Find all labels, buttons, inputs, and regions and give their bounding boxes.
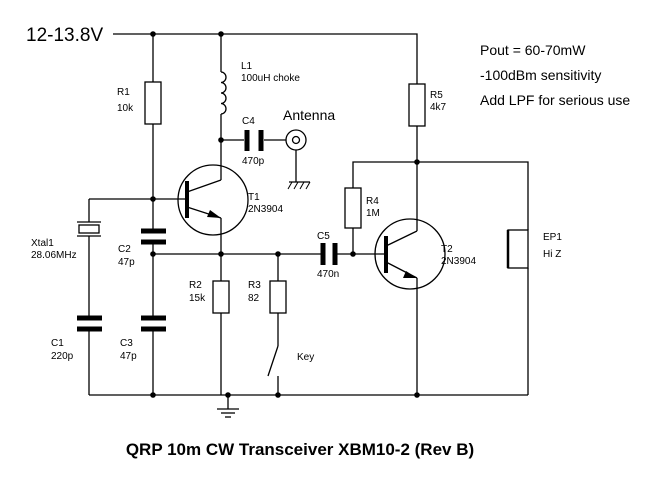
r1-ref: R1: [117, 87, 130, 98]
c3-value: 47p: [120, 351, 137, 362]
diagram-title: QRP 10m CW Transceiver XBM10-2 (Rev B): [126, 440, 474, 459]
key-switch-symbol: [267, 345, 279, 377]
antenna-label: Antenna: [283, 107, 335, 123]
capacitor-c5-symbol: [320, 243, 338, 265]
r1-value: 10k: [117, 103, 134, 114]
c1-value: 220p: [51, 351, 74, 362]
capacitor-c4-symbol: [244, 130, 264, 151]
c2-value: 47p: [118, 257, 135, 268]
resistor-r4-symbol: [344, 187, 362, 229]
note-pout: Pout = 60-70mW: [480, 42, 586, 58]
note-lpf: Add LPF for serious use: [480, 92, 630, 108]
capacitor-c3-symbol: [141, 315, 166, 332]
r5-value: 4k7: [430, 102, 447, 113]
wires: [88, 33, 529, 409]
t1-value: 2N3904: [248, 204, 283, 215]
c5-value: 470n: [317, 269, 339, 280]
t2-value: 2N3904: [441, 256, 476, 267]
resistor-r3-symbol: [269, 280, 287, 314]
note-sensitivity: -100dBm sensitivity: [480, 67, 601, 83]
antenna-socket-symbol: [285, 129, 311, 190]
l1-ref: L1: [241, 61, 253, 72]
l1-value: 100uH choke: [241, 73, 300, 84]
t2-ref: T2: [441, 244, 453, 255]
earpiece-ep1-symbol: [506, 229, 529, 269]
r3-value: 82: [248, 293, 260, 304]
key-label: Key: [297, 352, 314, 363]
transistor-t2-symbol: [374, 218, 446, 290]
resistor-r5-symbol: [408, 83, 426, 127]
capacitor-c1-symbol: [77, 315, 102, 332]
c3-ref: C3: [120, 338, 133, 349]
c2-ref: C2: [118, 244, 131, 255]
c4-value: 470p: [242, 156, 265, 167]
c1-ref: C1: [51, 338, 64, 349]
ep1-ref: EP1: [543, 232, 562, 243]
t1-ref: T1: [248, 192, 260, 203]
ep1-value: Hi Z: [543, 249, 561, 260]
r5-ref: R5: [430, 90, 443, 101]
r4-value: 1M: [366, 208, 380, 219]
crystal-xtal1-symbol: [77, 221, 101, 237]
r2-ref: R2: [189, 280, 202, 291]
resistor-r1-symbol: [144, 81, 162, 125]
resistor-r2-symbol: [212, 280, 230, 314]
r4-ref: R4: [366, 196, 379, 207]
xtal1-ref: Xtal1: [31, 238, 54, 249]
junction-dots: [150, 31, 420, 398]
r3-ref: R3: [248, 280, 261, 291]
r2-value: 15k: [189, 293, 206, 304]
ground-symbol: [217, 408, 239, 418]
inductor-l1-symbol: [220, 71, 227, 115]
capacitor-c2-symbol: [141, 228, 166, 245]
c4-ref: C4: [242, 116, 255, 127]
transistor-t1-symbol: [177, 164, 249, 236]
c5-ref: C5: [317, 231, 330, 242]
supply-label: 12-13.8V: [26, 25, 103, 46]
xtal1-value: 28.06MHz: [31, 250, 77, 261]
